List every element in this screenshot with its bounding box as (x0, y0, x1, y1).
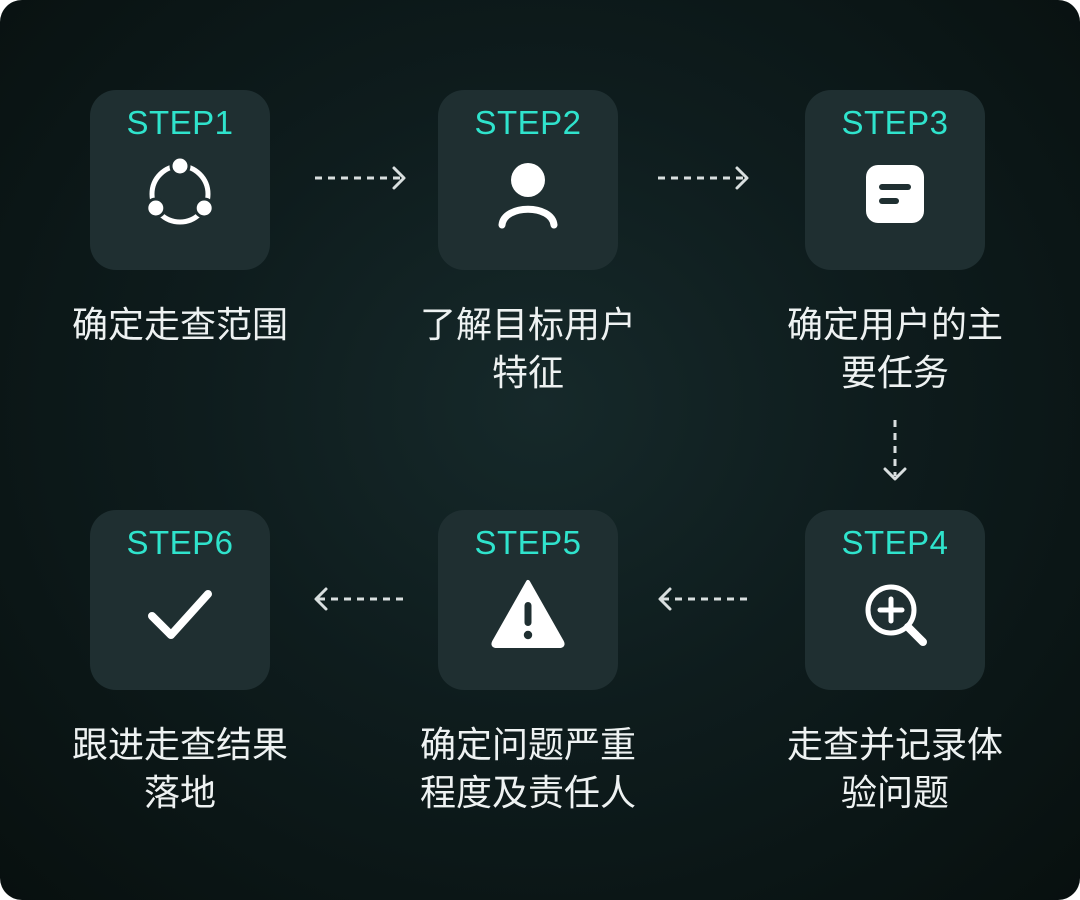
user-icon (488, 154, 568, 234)
step-5-caption-line-1: 确定问题严重 (419, 725, 636, 766)
step-3-caption: 确定用户的主 要任务 (745, 302, 1045, 398)
warning-icon (488, 574, 568, 654)
step-4-caption-line-1: 走查并记录体 (786, 725, 1003, 766)
arrow-down-3-to-4 (880, 418, 910, 484)
step-1-label: STEP1 (126, 104, 234, 141)
step-6-caption-line-2: 落地 (143, 773, 216, 814)
step-3-card: STEP3 (805, 90, 985, 270)
step-5-caption-line-2: 程度及责任人 (419, 773, 636, 814)
step-2-label: STEP2 (474, 104, 582, 141)
zoom-in-icon (855, 574, 935, 654)
step-6-caption-line-1: 跟进走查结果 (71, 725, 288, 766)
step-2-caption: 了解目标用户 特征 (378, 302, 678, 398)
step-5-label: STEP5 (474, 524, 582, 561)
step-2-card: STEP2 (438, 90, 618, 270)
arrow-left-4-to-5 (652, 584, 752, 614)
step-1-caption-line-1: 确定走查范围 (71, 305, 288, 346)
arrow-right-2-to-3 (655, 163, 755, 193)
step-6-card: STEP6 (90, 510, 270, 690)
step-2-caption-line-2: 特征 (491, 353, 564, 394)
arrow-left-5-to-6 (308, 584, 408, 614)
step-6-label: STEP6 (126, 524, 234, 561)
step-2-caption-line-1: 了解目标用户 (419, 305, 636, 346)
step-4-label: STEP4 (841, 524, 949, 561)
step-4-caption-line-2: 验问题 (840, 773, 949, 814)
step-3-caption-line-2: 要任务 (840, 353, 949, 394)
step-1-card: STEP1 (90, 90, 270, 270)
step-3-caption-line-1: 确定用户的主 (786, 305, 1003, 346)
note-icon (855, 154, 935, 234)
step-5-card: STEP5 (438, 510, 618, 690)
step-5-caption: 确定问题严重 程度及责任人 (378, 722, 678, 818)
step-4-caption: 走查并记录体 验问题 (745, 722, 1045, 818)
share-nodes-icon (140, 154, 220, 234)
check-icon (140, 574, 220, 654)
step-4-card: STEP4 (805, 510, 985, 690)
step-1-caption: 确定走查范围 (30, 302, 330, 350)
arrow-right-1-to-2 (312, 163, 412, 193)
step-3-label: STEP3 (841, 104, 949, 141)
step-6-caption: 跟进走查结果 落地 (30, 722, 330, 818)
